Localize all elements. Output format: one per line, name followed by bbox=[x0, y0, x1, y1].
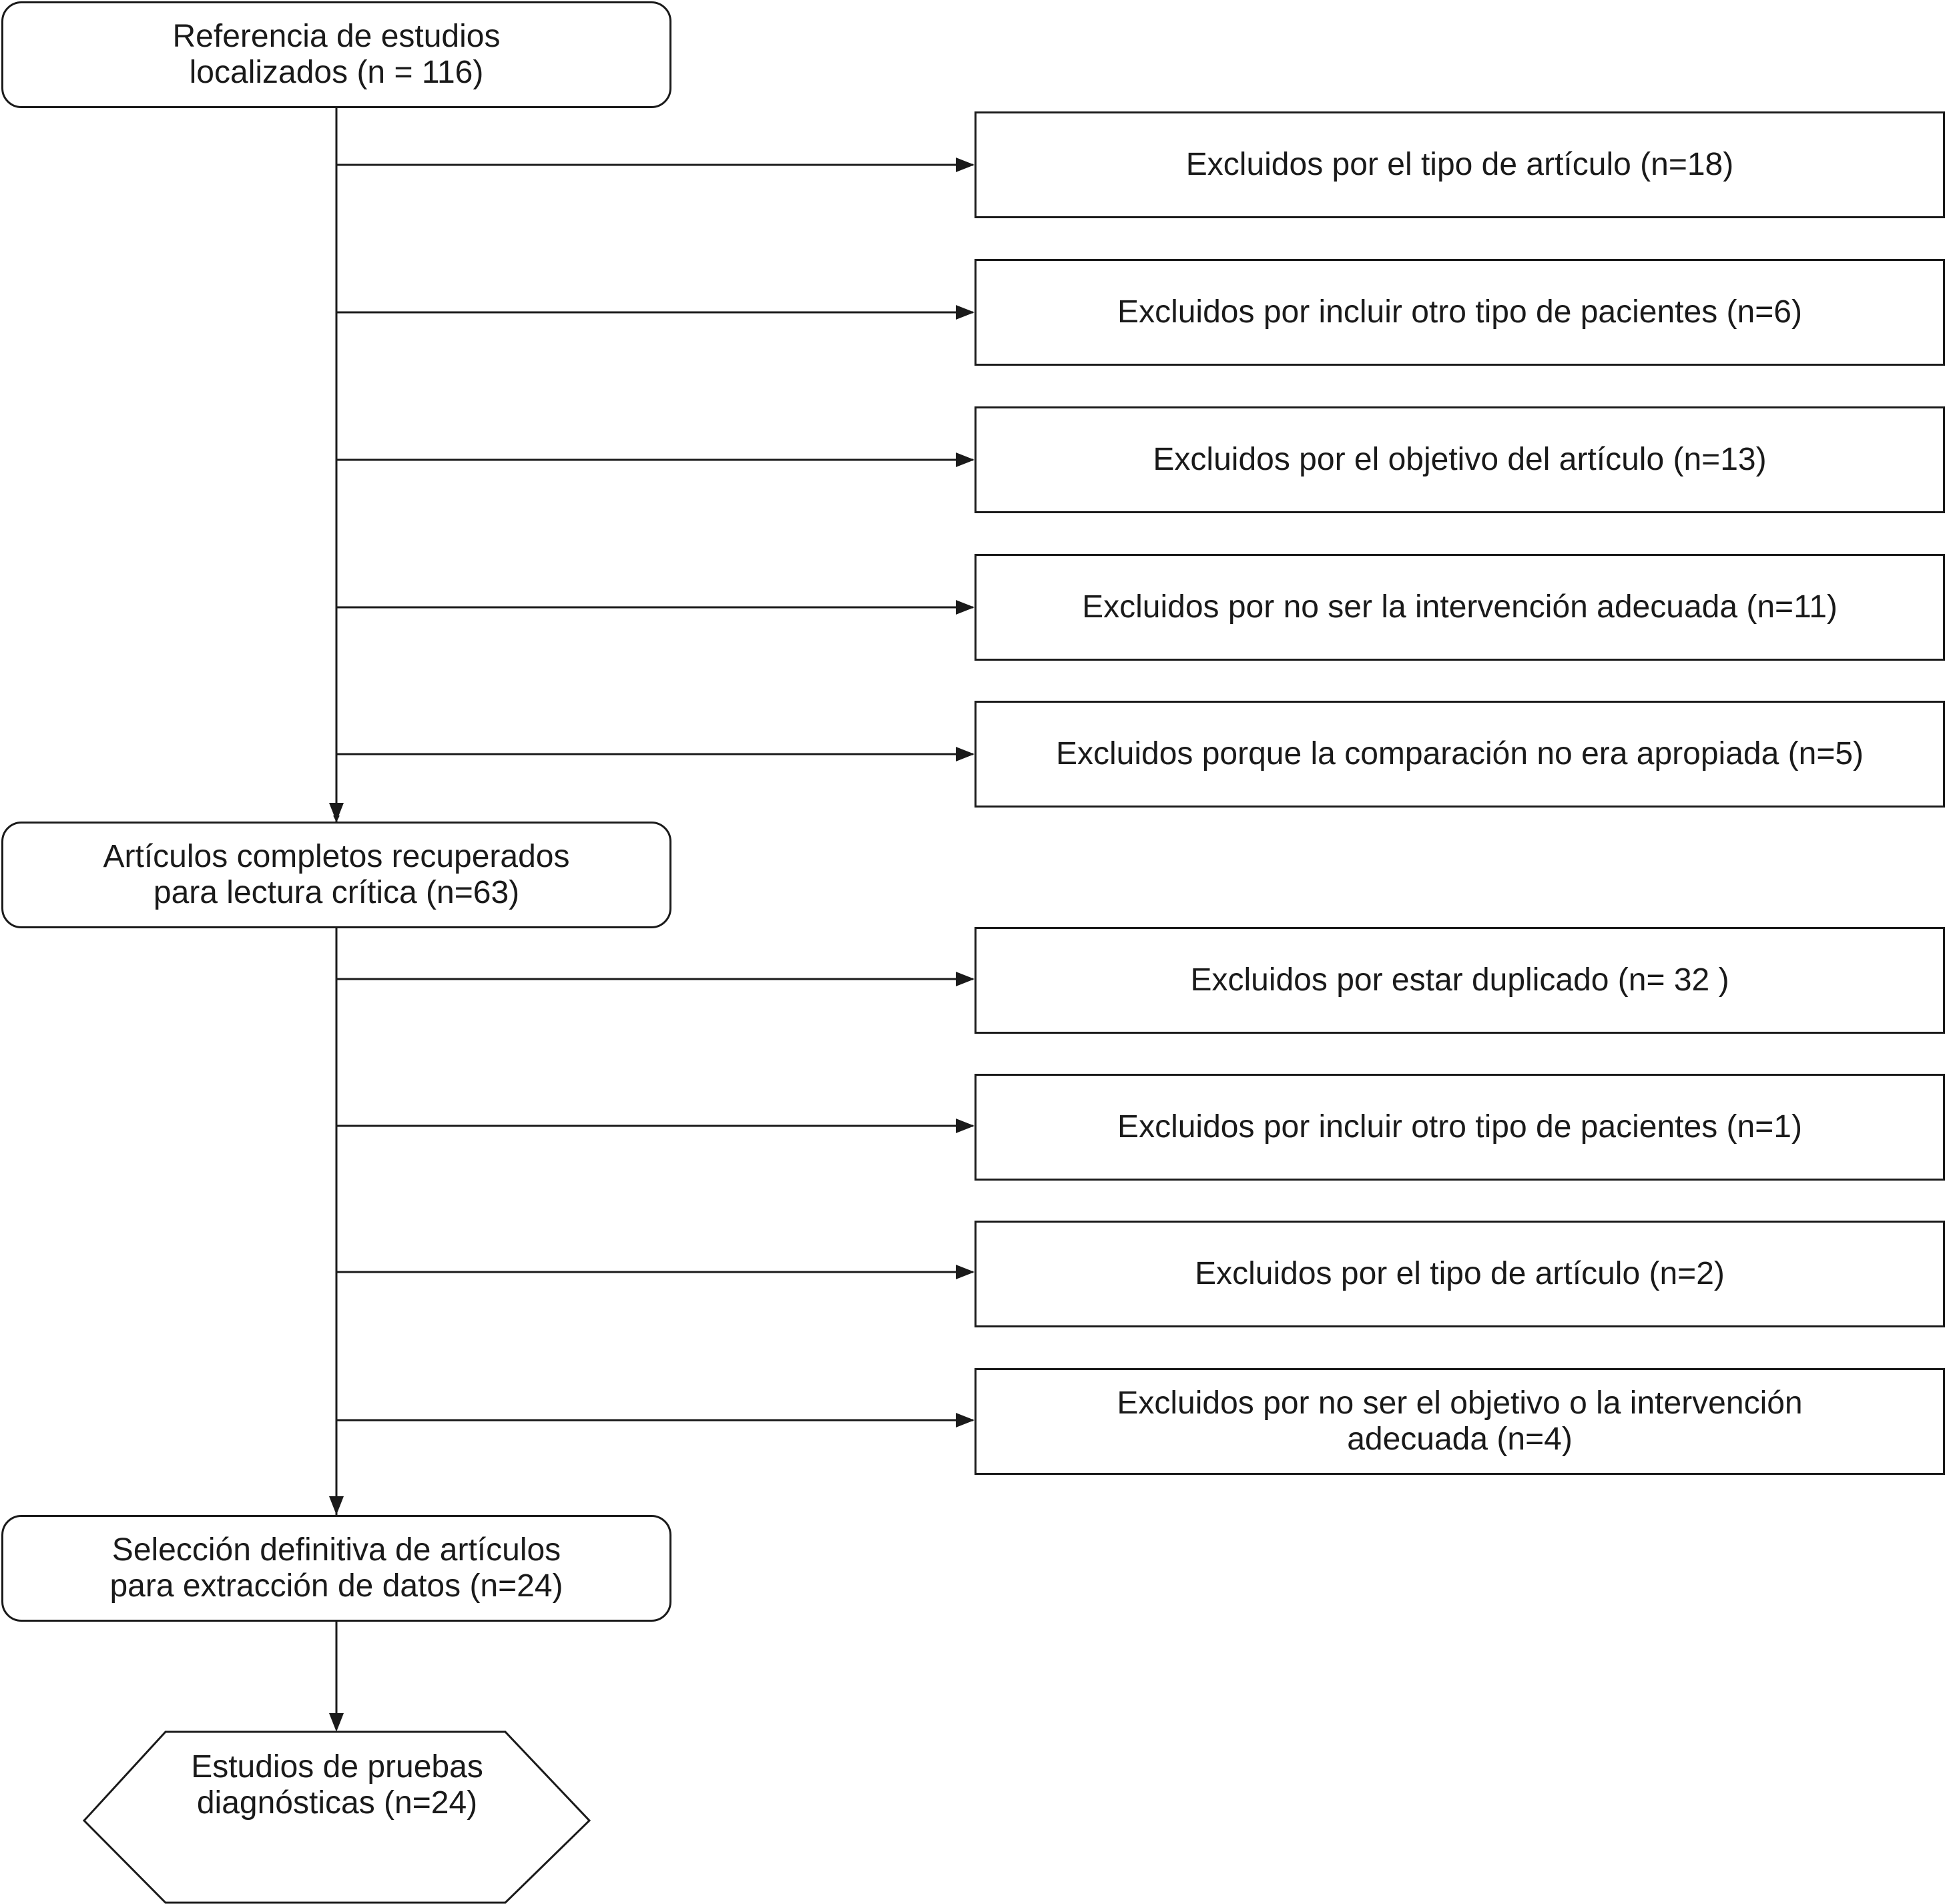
exclusion-box-duplicated: Excluidos por estar duplicado (n= 32 ) bbox=[975, 927, 1945, 1034]
arrowhead bbox=[329, 803, 344, 822]
arrowhead bbox=[956, 1413, 975, 1427]
arrowhead bbox=[956, 600, 975, 615]
exclusion-label: Excluidos por no ser el objetivo o la in… bbox=[1117, 1385, 1803, 1457]
final-selection-box: Selección definitiva de artículos para e… bbox=[1, 1515, 671, 1622]
initial-references-label: Referencia de estudios localizados (n = … bbox=[172, 19, 501, 90]
final-selection-label: Selección definitiva de artículos para e… bbox=[109, 1532, 563, 1604]
exclusion-box-objective-intervention: Excluidos por no ser el objetivo o la in… bbox=[975, 1368, 1945, 1475]
exclusion-box-other-patients: Excluidos por incluir otro tipo de pacie… bbox=[975, 259, 1945, 366]
exclusion-label: Excluidos por incluir otro tipo de pacie… bbox=[1117, 1109, 1802, 1145]
final-hexagon bbox=[82, 1730, 591, 1904]
diagnostic-studies-label: Estudios de pruebas diagnósticas (n=24) bbox=[83, 1732, 591, 1839]
exclusion-box-other-patients-2: Excluidos por incluir otro tipo de pacie… bbox=[975, 1074, 1945, 1181]
exclusion-label: Excluidos por incluir otro tipo de pacie… bbox=[1117, 294, 1802, 330]
arrowhead bbox=[956, 1119, 975, 1133]
arrowhead bbox=[956, 452, 975, 467]
initial-references-box: Referencia de estudios localizados (n = … bbox=[1, 1, 671, 108]
arrowhead bbox=[956, 1265, 975, 1279]
arrowhead bbox=[329, 1713, 344, 1732]
exclusion-label: Excluidos porque la comparación no era a… bbox=[1055, 736, 1864, 771]
exclusion-box-article-objective: Excluidos por el objetivo del artículo (… bbox=[975, 406, 1945, 513]
exclusion-label: Excluidos por no ser la intervención ade… bbox=[1082, 589, 1838, 625]
exclusion-label: Excluidos por el tipo de artículo (n=2) bbox=[1195, 1256, 1725, 1291]
arrowhead bbox=[956, 157, 975, 172]
exclusion-label: Excluidos por el tipo de artículo (n=18) bbox=[1185, 147, 1734, 182]
exclusion-box-article-type-2: Excluidos por el tipo de artículo (n=2) bbox=[975, 1221, 1945, 1327]
arrowhead bbox=[956, 972, 975, 986]
arrowhead bbox=[956, 305, 975, 320]
arrowhead bbox=[956, 747, 975, 761]
diagnostic-studies-text: Estudios de pruebas diagnósticas (n=24) bbox=[191, 1749, 483, 1821]
exclusion-label: Excluidos por el objetivo del artículo (… bbox=[1153, 442, 1767, 477]
exclusion-box-comparison: Excluidos porque la comparación no era a… bbox=[975, 701, 1945, 808]
exclusion-label: Excluidos por estar duplicado (n= 32 ) bbox=[1190, 962, 1729, 998]
exclusion-box-article-type: Excluidos por el tipo de artículo (n=18) bbox=[975, 111, 1945, 218]
exclusion-box-intervention: Excluidos por no ser la intervención ade… bbox=[975, 554, 1945, 661]
arrowhead bbox=[329, 1496, 344, 1515]
retrieved-articles-label: Artículos completos recuperados para lec… bbox=[103, 839, 570, 910]
retrieved-articles-box: Artículos completos recuperados para lec… bbox=[1, 822, 671, 928]
